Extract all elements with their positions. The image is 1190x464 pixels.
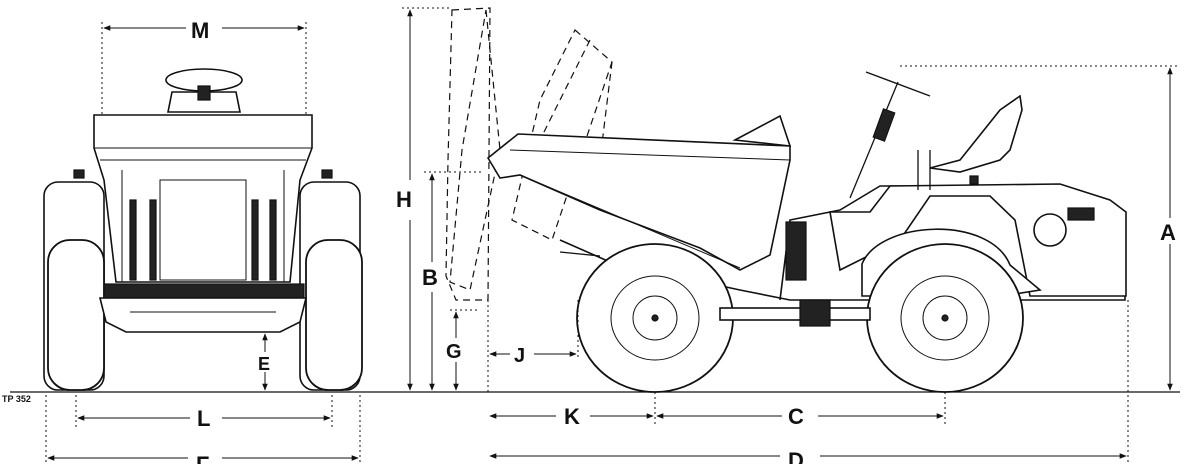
side-view-lamp <box>1033 213 1067 247</box>
front-view-left-tyre <box>47 239 105 391</box>
side-view-steering-column <box>849 81 899 199</box>
side-view-drive-shaft <box>719 307 871 321</box>
dim-label-C: C <box>788 404 804 429</box>
dim-label-F: F <box>196 452 209 464</box>
front-view-axle <box>103 283 305 299</box>
skip-tipped-mid-1 <box>449 9 501 291</box>
dim-label-L: L <box>197 406 210 431</box>
dim-label-D: D <box>788 448 804 464</box>
side-view-skip <box>486 133 791 271</box>
dim-label-B: B <box>422 265 438 290</box>
dim-label-J: J <box>514 345 525 367</box>
dim-label-G: G <box>446 341 462 363</box>
front-view-skip <box>93 114 313 283</box>
dim-label-K: K <box>564 404 580 429</box>
drawing-code: TP 352 <box>2 394 31 404</box>
dim-label-E: E <box>258 354 270 374</box>
skip-tipped-full <box>445 7 491 301</box>
dim-label-A: A <box>1160 220 1176 245</box>
dim-label-M: M <box>191 18 209 43</box>
skip-tipped-mid-2 <box>511 29 613 241</box>
front-view <box>43 68 363 391</box>
front-view-right-tyre <box>305 239 363 391</box>
side-view-engine-cover <box>829 183 1127 297</box>
side-view <box>445 7 1127 393</box>
front-view-chassis <box>98 297 308 333</box>
side-view-seat <box>929 94 1023 173</box>
front-view-seat <box>167 91 241 113</box>
dim-label-H: H <box>396 187 412 212</box>
side-view-steering-wheel <box>865 71 931 97</box>
